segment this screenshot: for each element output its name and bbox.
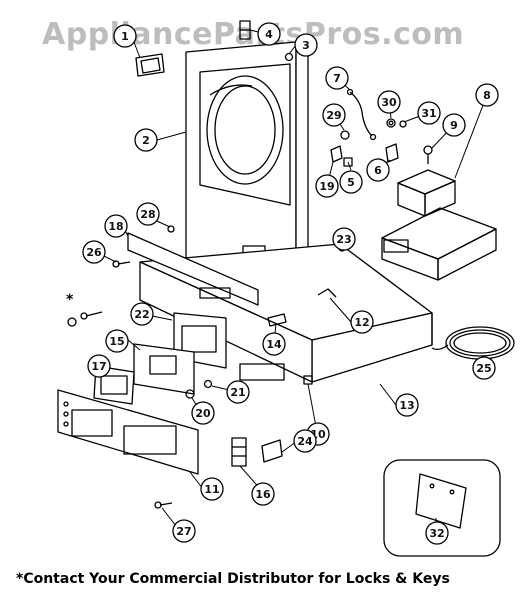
svg-text:1: 1 [121, 30, 129, 43]
part-1-badge [135, 53, 165, 77]
part-24-connector [261, 439, 283, 463]
part-16-switch-block [231, 437, 247, 467]
callout-23: 23 [332, 227, 356, 251]
callout-12: 12 [350, 310, 374, 334]
svg-text:14: 14 [266, 338, 282, 351]
callout-31: 31 [417, 101, 441, 125]
svg-text:16: 16 [255, 488, 271, 501]
callout-28: 28 [136, 202, 160, 226]
callouts: 1 2 3 4 5 6 7 8 9 10 11 12 13 14 15 16 1… [82, 22, 499, 545]
svg-text:13: 13 [399, 399, 414, 412]
callout-18: 18 [104, 214, 128, 238]
part-8-coin-box [381, 169, 497, 281]
svg-text:25: 25 [476, 362, 491, 375]
callout-24: 24 [293, 429, 317, 453]
callout-19: 19 [315, 174, 339, 198]
svg-text:32: 32 [429, 527, 444, 540]
svg-text:22: 22 [134, 308, 149, 321]
svg-text:19: 19 [319, 180, 334, 193]
part-9-bolt [423, 145, 433, 164]
callout-17: 17 [87, 354, 111, 378]
callout-2: 2 [134, 128, 158, 152]
callout-4: 4 [257, 22, 281, 46]
svg-text:17: 17 [91, 360, 106, 373]
callout-22: 22 [130, 302, 154, 326]
callout-29: 29 [322, 103, 346, 127]
callout-27: 27 [172, 519, 196, 543]
svg-text:2: 2 [142, 134, 150, 147]
callout-32: 32 [425, 521, 449, 545]
svg-text:26: 26 [86, 246, 102, 259]
svg-text:6: 6 [374, 164, 382, 177]
footnote-text: *Contact Your Commercial Distributor for… [16, 571, 450, 587]
callout-5: 5 [339, 170, 363, 194]
part-18-rail [127, 232, 259, 306]
part-25-coil [431, 326, 515, 360]
callout-15: 15 [105, 329, 129, 353]
svg-text:23: 23 [336, 233, 351, 246]
part-7-wire [346, 88, 377, 141]
svg-text:15: 15 [109, 335, 124, 348]
svg-text:3: 3 [302, 39, 310, 52]
svg-text:12: 12 [354, 316, 369, 329]
svg-text:4: 4 [265, 28, 273, 41]
callout-20: 20 [191, 401, 215, 425]
svg-text:7: 7 [333, 72, 341, 85]
svg-text:11: 11 [204, 483, 219, 496]
callout-9: 9 [442, 113, 466, 137]
callout-30: 30 [377, 90, 401, 114]
callout-7: 7 [325, 66, 349, 90]
callout-25: 25 [472, 356, 496, 380]
svg-text:24: 24 [297, 435, 313, 448]
part-11-console [57, 389, 199, 475]
svg-text:30: 30 [381, 96, 397, 109]
svg-text:27: 27 [176, 525, 191, 538]
callout-8: 8 [475, 83, 499, 107]
svg-text:20: 20 [195, 407, 211, 420]
part-6-19-5-brackets [330, 143, 399, 167]
callout-26: 26 [82, 240, 106, 264]
part-15-bracket [133, 343, 195, 395]
callout-14: 14 [262, 332, 286, 356]
svg-text:31: 31 [421, 107, 436, 120]
svg-text:8: 8 [483, 89, 491, 102]
svg-text:5: 5 [347, 176, 355, 189]
part-32-inset-box [383, 459, 501, 557]
svg-text:9: 9 [450, 119, 458, 132]
asterisk-marker: * [66, 292, 74, 308]
callout-3: 3 [294, 33, 318, 57]
part-29-30-31-hardware [340, 118, 407, 140]
callout-6: 6 [366, 158, 390, 182]
callout-13: 13 [395, 393, 419, 417]
callout-21: 21 [226, 380, 250, 404]
svg-text:18: 18 [108, 220, 123, 233]
callout-16: 16 [251, 482, 275, 506]
callout-11: 11 [200, 477, 224, 501]
callout-1: 1 [113, 24, 137, 48]
svg-text:21: 21 [230, 386, 245, 399]
svg-text:29: 29 [326, 109, 341, 122]
svg-text:28: 28 [140, 208, 155, 221]
